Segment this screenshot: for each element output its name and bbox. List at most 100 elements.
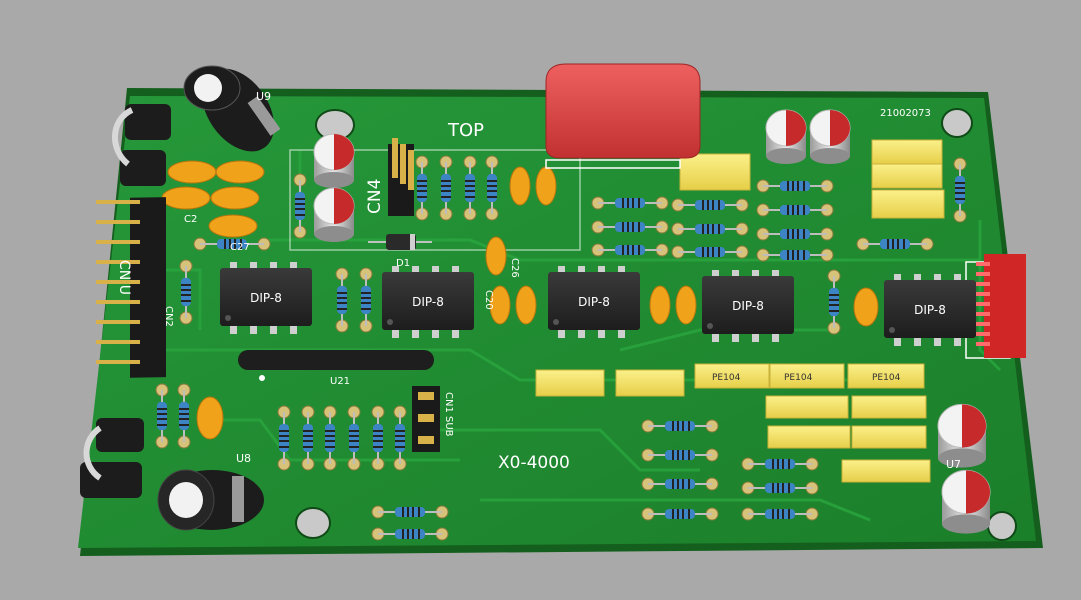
resistor [463,155,477,221]
u21-package [238,350,434,381]
dip8-ic: DIP-8 [382,266,474,338]
dip8-ic: DIP-8 [884,274,976,346]
dip8-ic: DIP-8 [702,270,794,342]
resistor [756,203,834,217]
cn-u-label: CN U [116,260,132,295]
u8-label: U8 [236,452,251,465]
cn4-header [388,138,414,216]
resistor [671,222,749,236]
film-cap [535,369,605,397]
resistor [671,245,749,259]
ceramic-cap [649,285,671,325]
resistor [953,157,967,223]
resistor [415,155,429,221]
connector-pin [976,302,990,306]
ceramic-cap [535,166,557,206]
cn1-sub-header [412,386,440,452]
connector-pin [976,282,990,286]
connector-pin [976,292,990,296]
electrolytic-u8 [157,469,264,531]
ceramic-cap [196,396,224,440]
film-cap [615,369,685,397]
header-pin [96,260,140,264]
model-label: X0-4000 [498,453,570,473]
resistor [393,405,407,471]
pe104-label-3: PE104 [872,373,901,383]
ceramic-cap [509,166,531,206]
resistor [756,248,834,262]
resistor [756,179,834,193]
resistor [641,419,719,433]
electrolytic-cap [313,187,355,242]
film-cap [679,153,751,191]
header-pin [96,220,140,224]
film-cap [767,425,851,449]
resistor [293,173,307,239]
ic-label: DIP-8 [732,299,764,313]
ic-label: DIP-8 [250,291,282,305]
connector-pin [976,262,990,266]
ic-label: DIP-8 [914,303,946,317]
ceramic-cap [161,186,211,210]
film-caps [535,139,945,483]
resistor [439,155,453,221]
cn2-label: CN2 [163,306,174,327]
connector-pin [976,272,990,276]
resistor [179,259,193,325]
ceramic-cap [215,160,265,184]
cn1-sub-label: CN1 SUB [443,392,454,437]
resistor [591,243,669,257]
connector-pin [976,312,990,316]
film-cap [851,425,927,449]
c27-label: C27 [230,242,250,253]
resistors [155,155,967,541]
ceramic-cap [208,214,258,238]
c2-label: C2 [184,214,197,225]
electrolytic-cap [765,109,807,164]
electrolytic-cap [809,109,851,164]
cn4-label: CN4 [365,179,385,214]
power-devices-left [80,104,171,498]
electrolytic-cap [941,469,991,534]
resistor [359,267,373,333]
ceramic-cap [489,285,511,325]
pe104-label-2: PE104 [784,373,813,383]
mount-hole [295,507,331,539]
resistor [301,405,315,471]
serial-number: 21002073 [880,108,931,119]
ic-label: DIP-8 [412,295,444,309]
small-electrolytics [313,109,991,534]
connector-pin [976,322,990,326]
mount-hole [987,511,1017,541]
ceramic-cap [167,160,217,184]
resistor [741,457,819,471]
ic-label: DIP-8 [578,295,610,309]
resistor [641,507,719,521]
resistor [335,267,349,333]
header-pin [96,280,140,284]
header-pin [96,240,140,244]
film-cap [841,459,931,483]
diode-d1 [368,234,432,250]
ceramic-caps [161,160,879,440]
header-pin [96,320,140,324]
ceramic-cap [515,285,537,325]
ceramic-cap [485,236,507,276]
resistor [347,405,361,471]
resistor [277,405,291,471]
u7-label: U7 [946,458,961,471]
resistor [741,507,819,521]
film-cap [871,189,945,219]
ceramic-cap [210,186,260,210]
resistor [371,505,449,519]
resistor [155,383,169,449]
resistor [756,227,834,241]
header-pin [96,200,140,204]
header-pin [96,300,140,304]
d1-label: D1 [396,258,410,269]
resistor [193,237,271,251]
resistor [641,477,719,491]
electrolytic-cap [313,133,355,188]
header-pin [96,340,140,344]
